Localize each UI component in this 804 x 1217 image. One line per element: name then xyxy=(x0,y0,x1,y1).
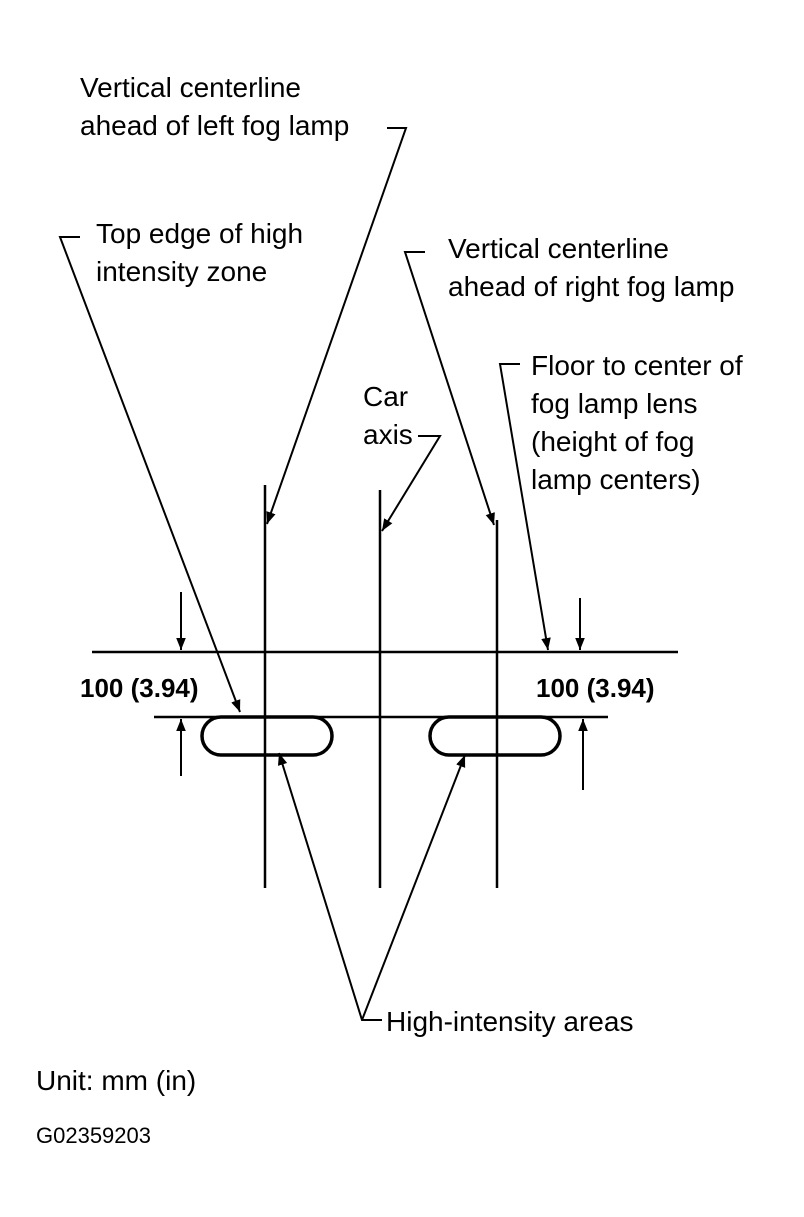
high-intensity-leader-right xyxy=(361,754,466,1021)
right-dimension-value: 100 (3.94) xyxy=(536,673,655,703)
right-centerline-leader xyxy=(403,251,495,526)
left-centerline-leader xyxy=(266,127,408,525)
right-centerline-label: Vertical centerline ahead of right fog l… xyxy=(448,233,734,302)
left-dimension-value: 100 (3.94) xyxy=(80,673,199,703)
figure-id: G02359203 xyxy=(36,1123,151,1148)
high-intensity-leader-left xyxy=(277,752,382,1021)
unit-note: Unit: mm (in) xyxy=(36,1065,196,1096)
top-edge-leader xyxy=(58,236,241,713)
high-intensity-areas-label: High-intensity areas xyxy=(386,1006,633,1037)
left-centerline-label: Vertical centerline ahead of left fog la… xyxy=(80,72,349,141)
car-axis-label: Car axis xyxy=(363,381,416,450)
top-edge-label: Top edge of high intensity zone xyxy=(96,218,311,287)
right-high-intensity-area xyxy=(428,715,562,757)
car-axis-leader xyxy=(381,435,442,532)
floor-to-center-leader xyxy=(498,363,551,651)
floor-to-center-label: Floor to center of fog lamp lens (height… xyxy=(531,350,750,495)
left-high-intensity-area xyxy=(200,715,334,757)
